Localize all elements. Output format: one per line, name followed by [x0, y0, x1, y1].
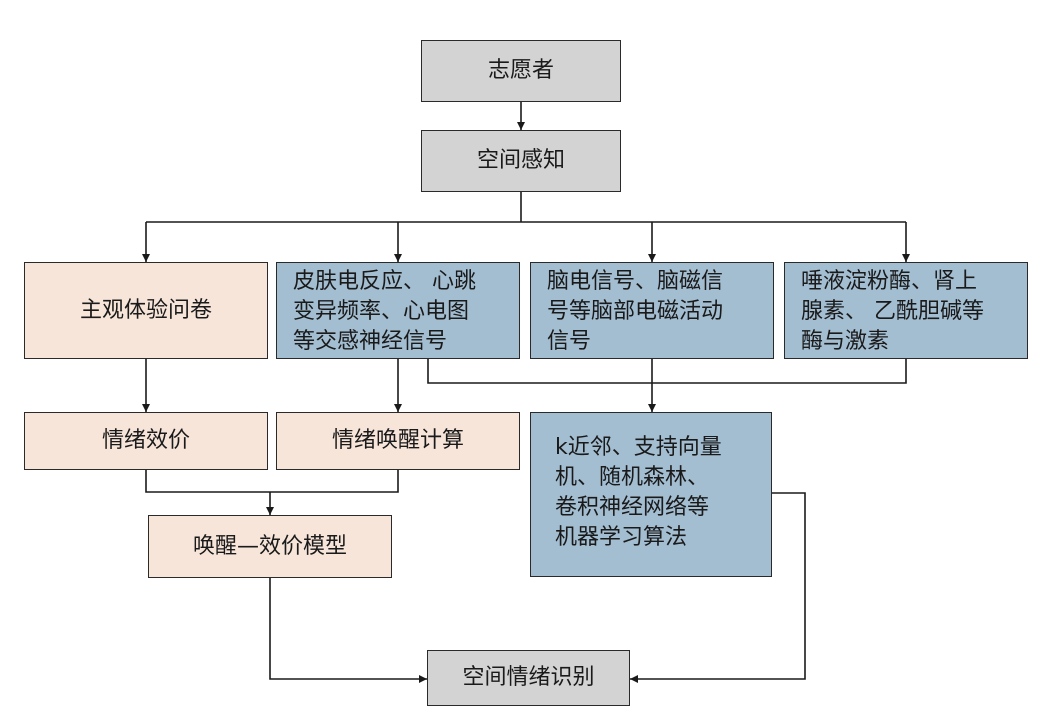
node-sympathetic-signals-label: 皮肤电反应、 心跳 变异频率、心电图 等交感神经信号: [293, 269, 476, 354]
valence-arousal-merge-line: [145, 470, 399, 493]
node-volunteer: 志愿者: [421, 40, 621, 102]
node-arousal-valence-model: 唤醒—效价模型: [148, 515, 392, 578]
node-spatial-perception-label: 空间感知: [476, 148, 565, 173]
node-emotional-valence: 情绪效价: [24, 412, 268, 470]
node-arousal-valence-model-label: 唤醒—效价模型: [192, 533, 347, 559]
node-arousal-calc-label: 情绪唤醒计算: [331, 428, 464, 453]
node-arousal-calc: 情绪唤醒计算: [276, 412, 520, 470]
node-enzymes-hormones-label: 唾液淀粉酶、肾上 腺素、 乙酰胆碱等 酶与激素: [801, 269, 984, 354]
node-spatial-emotion-recognition-label: 空间情绪识别: [462, 665, 595, 690]
node-ml-algorithms-label: k近邻、支持向量 机、随机森林、 卷积神经网络等 机器学习算法: [555, 435, 722, 550]
node-emotional-valence-label: 情绪效价: [101, 428, 190, 453]
node-enzymes-hormones: 唾液淀粉酶、肾上 腺素、 乙酰胆碱等 酶与激素: [784, 262, 1028, 359]
node-questionnaire: 主观体验问卷: [24, 262, 268, 359]
arrow-ml-to-recognition: [630, 492, 806, 683]
arrow-model-to-recognition: [269, 578, 427, 683]
node-brain-signals-label: 脑电信号、脑磁信 号等脑部电磁活动 信号: [547, 269, 724, 354]
node-ml-algorithms: k近邻、支持向量 机、随机森林、 卷积神经网络等 机器学习算法: [530, 412, 772, 577]
node-sympathetic-signals: 皮肤电反应、 心跳 变异频率、心电图 等交感神经信号: [276, 262, 520, 359]
node-spatial-perception: 空间感知: [421, 130, 621, 192]
node-brain-signals: 脑电信号、脑磁信 号等脑部电磁活动 信号: [530, 262, 774, 359]
node-volunteer-label: 志愿者: [487, 58, 554, 83]
node-questionnaire-label: 主观体验问卷: [79, 297, 212, 323]
node-spatial-emotion-recognition: 空间情绪识别: [427, 650, 630, 706]
signals-merge-line: [427, 359, 907, 384]
